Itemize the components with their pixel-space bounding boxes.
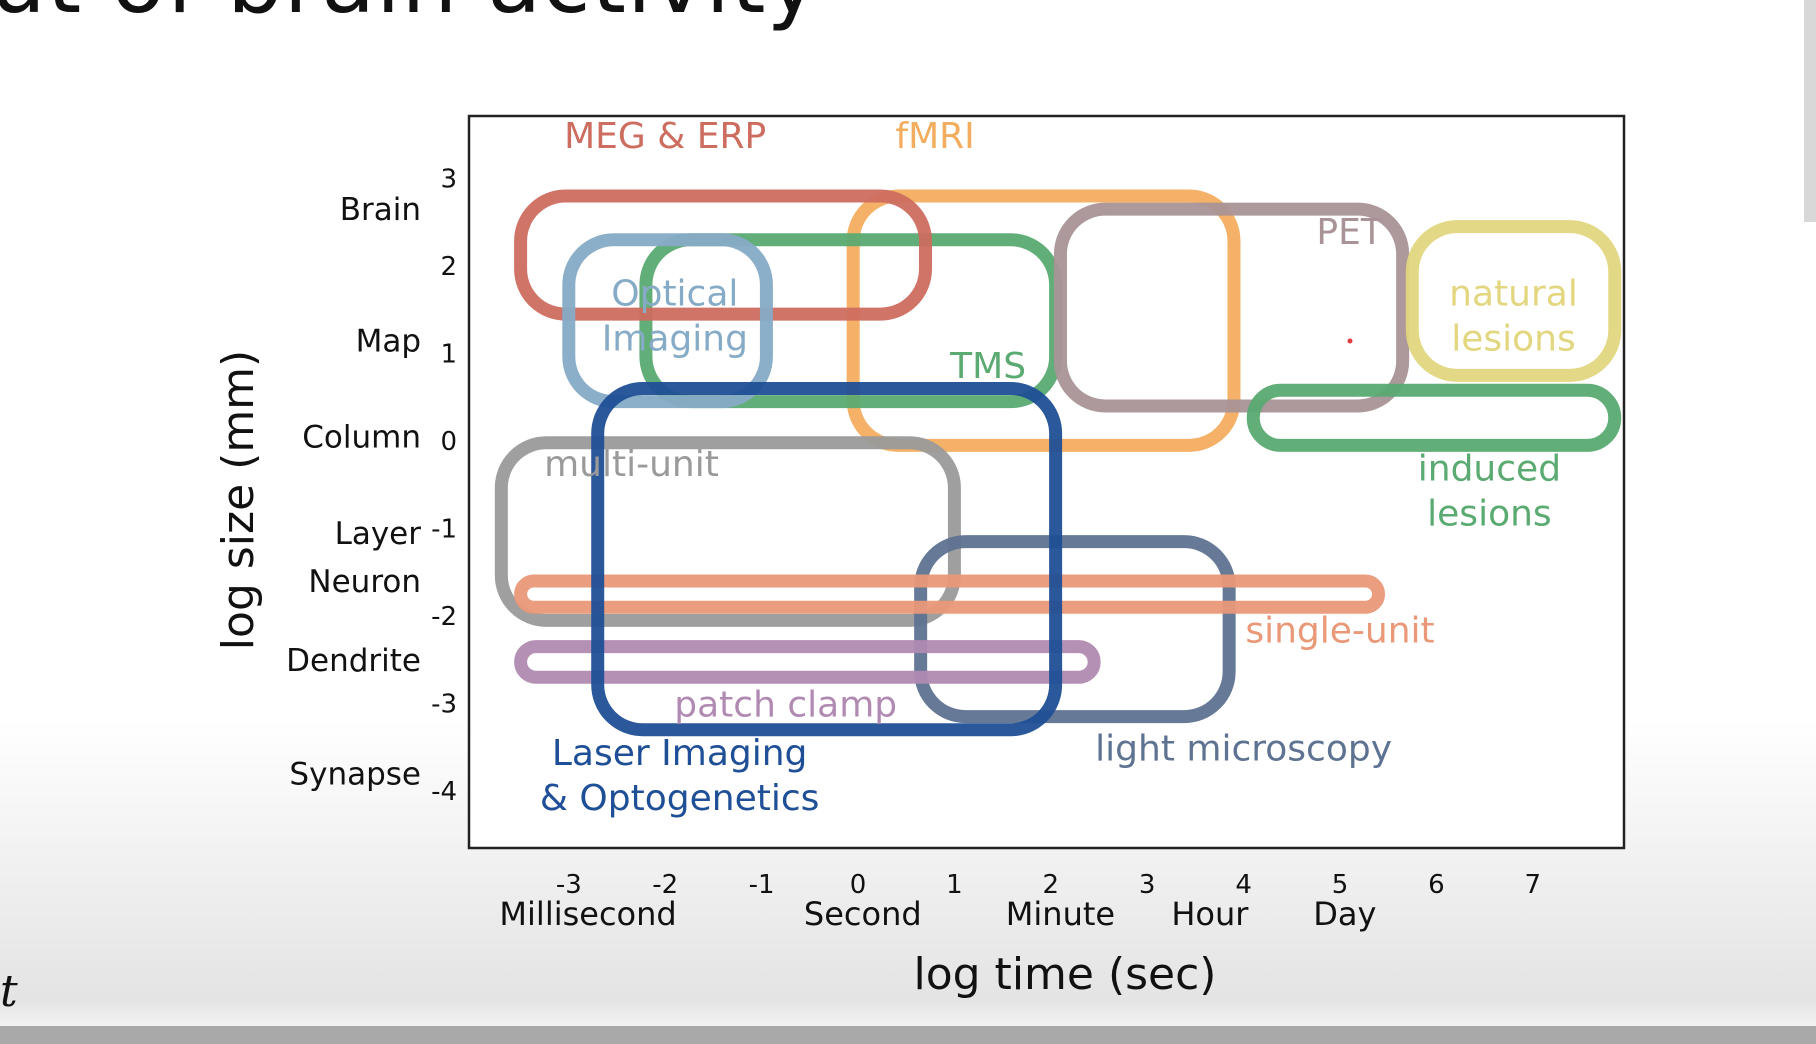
- y-tick-label: -4: [431, 777, 457, 807]
- x-tick-label: 0: [850, 870, 867, 900]
- x-category-label: Day: [1313, 895, 1376, 933]
- region-label-light-microscopy: light microscopy: [1095, 728, 1392, 769]
- x-tick-label: 6: [1428, 870, 1445, 900]
- y-category-label: Map: [356, 323, 421, 359]
- red-cursor-dot: [1347, 338, 1353, 344]
- y-category-label: Neuron: [308, 564, 421, 600]
- y-tick-label: 2: [440, 252, 457, 282]
- region-label-optical-imaging: Optical: [611, 273, 738, 314]
- y-category-label: Brain: [340, 192, 421, 228]
- region-label-pet: PET: [1316, 212, 1383, 253]
- x-tick-labels: -3 -2 -1 0 1 2 3 4 5 6 7: [556, 870, 1541, 900]
- region-label-single-unit: single-unit: [1245, 610, 1434, 651]
- x-axis-title: log time (sec): [914, 949, 1217, 1000]
- y-tick-label: 0: [440, 427, 457, 457]
- region-fmri: [846, 189, 1241, 452]
- region-label-optical-imaging: Imaging: [602, 318, 748, 359]
- x-tick-label: 4: [1235, 870, 1252, 900]
- region-induced-lesions: [1246, 383, 1622, 452]
- region-light-microscopy: [914, 535, 1236, 724]
- region-natural-lesions: [1405, 220, 1622, 382]
- y-axis-title: log size (mm): [213, 350, 264, 650]
- x-tick-label: -2: [652, 870, 678, 900]
- region-label-multi-unit: multi-unit: [544, 444, 719, 485]
- regions-layer: [494, 189, 1622, 737]
- slide-title-fragment: ut of brain activity: [0, 0, 820, 33]
- region-multi-unit: [494, 436, 961, 627]
- x-tick-label: 7: [1525, 870, 1542, 900]
- bottom-bar: [0, 1026, 1816, 1044]
- y-tick-label: -1: [431, 515, 457, 545]
- region-label-patch-clamp: patch clamp: [674, 685, 897, 726]
- scrollbar[interactable]: [1804, 0, 1816, 222]
- edge-glyph: t: [0, 966, 18, 1017]
- x-tick-label: 3: [1139, 870, 1156, 900]
- x-tick-label: -3: [556, 870, 582, 900]
- y-category-label: Column: [302, 420, 421, 456]
- x-category-label: Minute: [1006, 895, 1115, 933]
- y-tick-labels: 3 2 1 0 -1 -2 -3 -4: [431, 165, 457, 808]
- x-tick-label: 5: [1332, 870, 1349, 900]
- x-category-label: Millisecond: [499, 895, 676, 933]
- x-tick-label: 2: [1043, 870, 1060, 900]
- y-tick-label: 1: [440, 340, 457, 370]
- region-label-fmri: fMRI: [895, 116, 974, 157]
- region-label-laser-imaging-and-optogenetics: & Optogenetics: [540, 778, 819, 819]
- region-optical-imaging: [562, 233, 773, 409]
- y-category-label: Synapse: [289, 757, 421, 793]
- region-label-induced-lesions: induced: [1418, 448, 1561, 489]
- region-label-tms: TMS: [949, 346, 1026, 387]
- region-laser-imaging-and-optogenetics: [591, 382, 1063, 737]
- region-label-meg-and-erp: MEG & ERP: [564, 116, 766, 157]
- region-label-induced-lesions: lesions: [1427, 493, 1552, 534]
- region-label-laser-imaging-and-optogenetics: Laser Imaging: [552, 733, 808, 774]
- region-label-natural-lesions: lesions: [1451, 318, 1576, 359]
- y-tick-label: 3: [440, 165, 457, 195]
- region-pet: [1053, 202, 1410, 413]
- y-tick-label: -2: [431, 602, 457, 632]
- region-patch-clamp: [514, 640, 1101, 684]
- x-category-label: Second: [804, 895, 922, 933]
- y-category-label: Layer: [335, 516, 422, 552]
- y-tick-label: -3: [431, 690, 457, 720]
- x-category-label: Hour: [1171, 895, 1249, 933]
- region-single-unit: [514, 574, 1386, 614]
- x-tick-label: 1: [946, 870, 963, 900]
- y-category-label: Dendrite: [286, 643, 421, 679]
- region-meg-and-erp: [514, 189, 932, 321]
- region-label-natural-lesions: natural: [1449, 273, 1578, 314]
- x-category-labels: Millisecond Second Minute Hour Day: [499, 895, 1376, 933]
- x-tick-label: -1: [749, 870, 775, 900]
